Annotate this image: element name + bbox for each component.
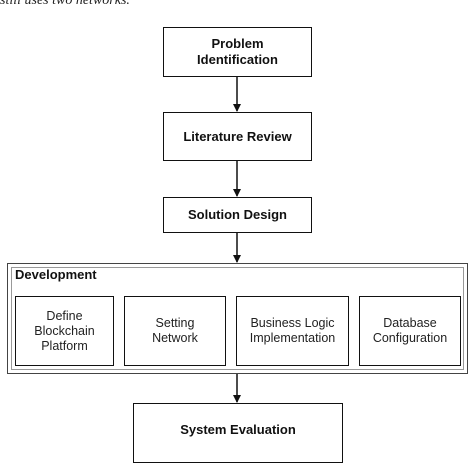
development-item-define-blockchain: Define Blockchain Platform — [15, 296, 114, 366]
development-title: Development — [15, 267, 97, 282]
development-item-label: Setting Network — [152, 316, 198, 345]
flow-arrows — [233, 77, 241, 403]
literature-review-box: Literature Review — [163, 112, 312, 161]
problem-identification-box: Problem Identification — [163, 27, 312, 77]
development-item-database-config: Database Configuration — [359, 296, 461, 366]
development-item-label: Business Logic Implementation — [249, 316, 336, 345]
solution-design-box: Solution Design — [163, 197, 312, 233]
development-item-label: Database Configuration — [372, 316, 448, 345]
literature-review-label: Literature Review — [183, 128, 292, 144]
development-item-setting-network: Setting Network — [124, 296, 226, 366]
solution-design-label: Solution Design — [188, 207, 287, 222]
caption-text: still uses two networks. — [0, 0, 130, 8]
development-inner-border — [11, 267, 464, 370]
problem-identification-label: Problem Identification — [197, 36, 278, 67]
system-evaluation-label: System Evaluation — [180, 422, 296, 437]
development-item-business-logic: Business Logic Implementation — [236, 296, 349, 366]
development-item-label: Define Blockchain Platform — [34, 308, 95, 353]
